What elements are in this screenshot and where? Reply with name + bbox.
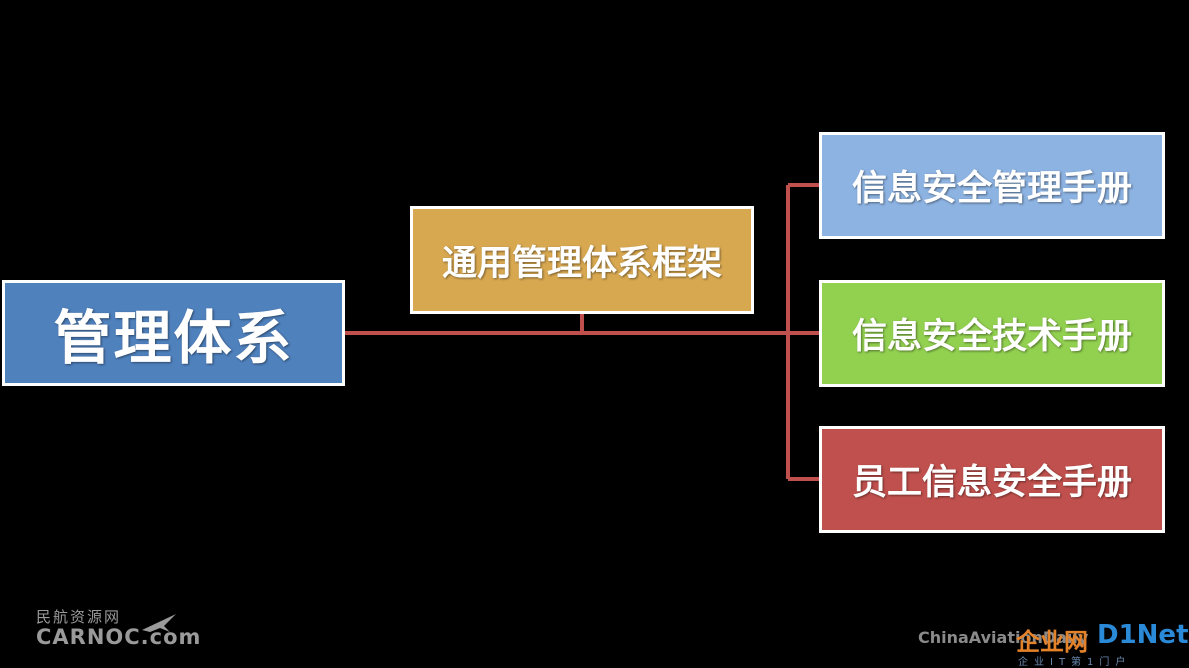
root-node-management-system: 管理体系 (2, 280, 345, 386)
leaf-node-label: 信息安全管理手册 (851, 169, 1132, 209)
watermark-carnoc-cn: 民航资源网 (36, 608, 122, 626)
leaf-node-security-management-manual: 信息安全管理手册 (819, 132, 1165, 239)
watermark-d1net-cn: 企业网 (1016, 628, 1088, 656)
watermark-carnoc: 民航资源网 CARNOC.com (36, 606, 201, 649)
root-node-label: 管理体系 (53, 304, 294, 372)
leaf-node-label: 员工信息安全手册 (851, 463, 1132, 503)
plane-icon (142, 614, 176, 632)
mid-node-general-framework: 通用管理体系框架 (410, 206, 754, 314)
watermark-carnoc-en: CARNOC.com (36, 625, 202, 649)
watermark-chinaaviation: ChinaAviationDaily (918, 628, 1089, 647)
leaf-node-label: 信息安全技术手册 (851, 317, 1132, 357)
leaf-node-employee-security-manual: 员工信息安全手册 (819, 426, 1165, 533)
mid-node-label: 通用管理体系框架 (441, 243, 722, 284)
watermark-d1net-logo: D1Net (1097, 620, 1189, 650)
watermark-d1net-sub: 企业IT第1门户 (1018, 657, 1132, 668)
leaf-node-security-technical-manual: 信息安全技术手册 (819, 280, 1165, 387)
